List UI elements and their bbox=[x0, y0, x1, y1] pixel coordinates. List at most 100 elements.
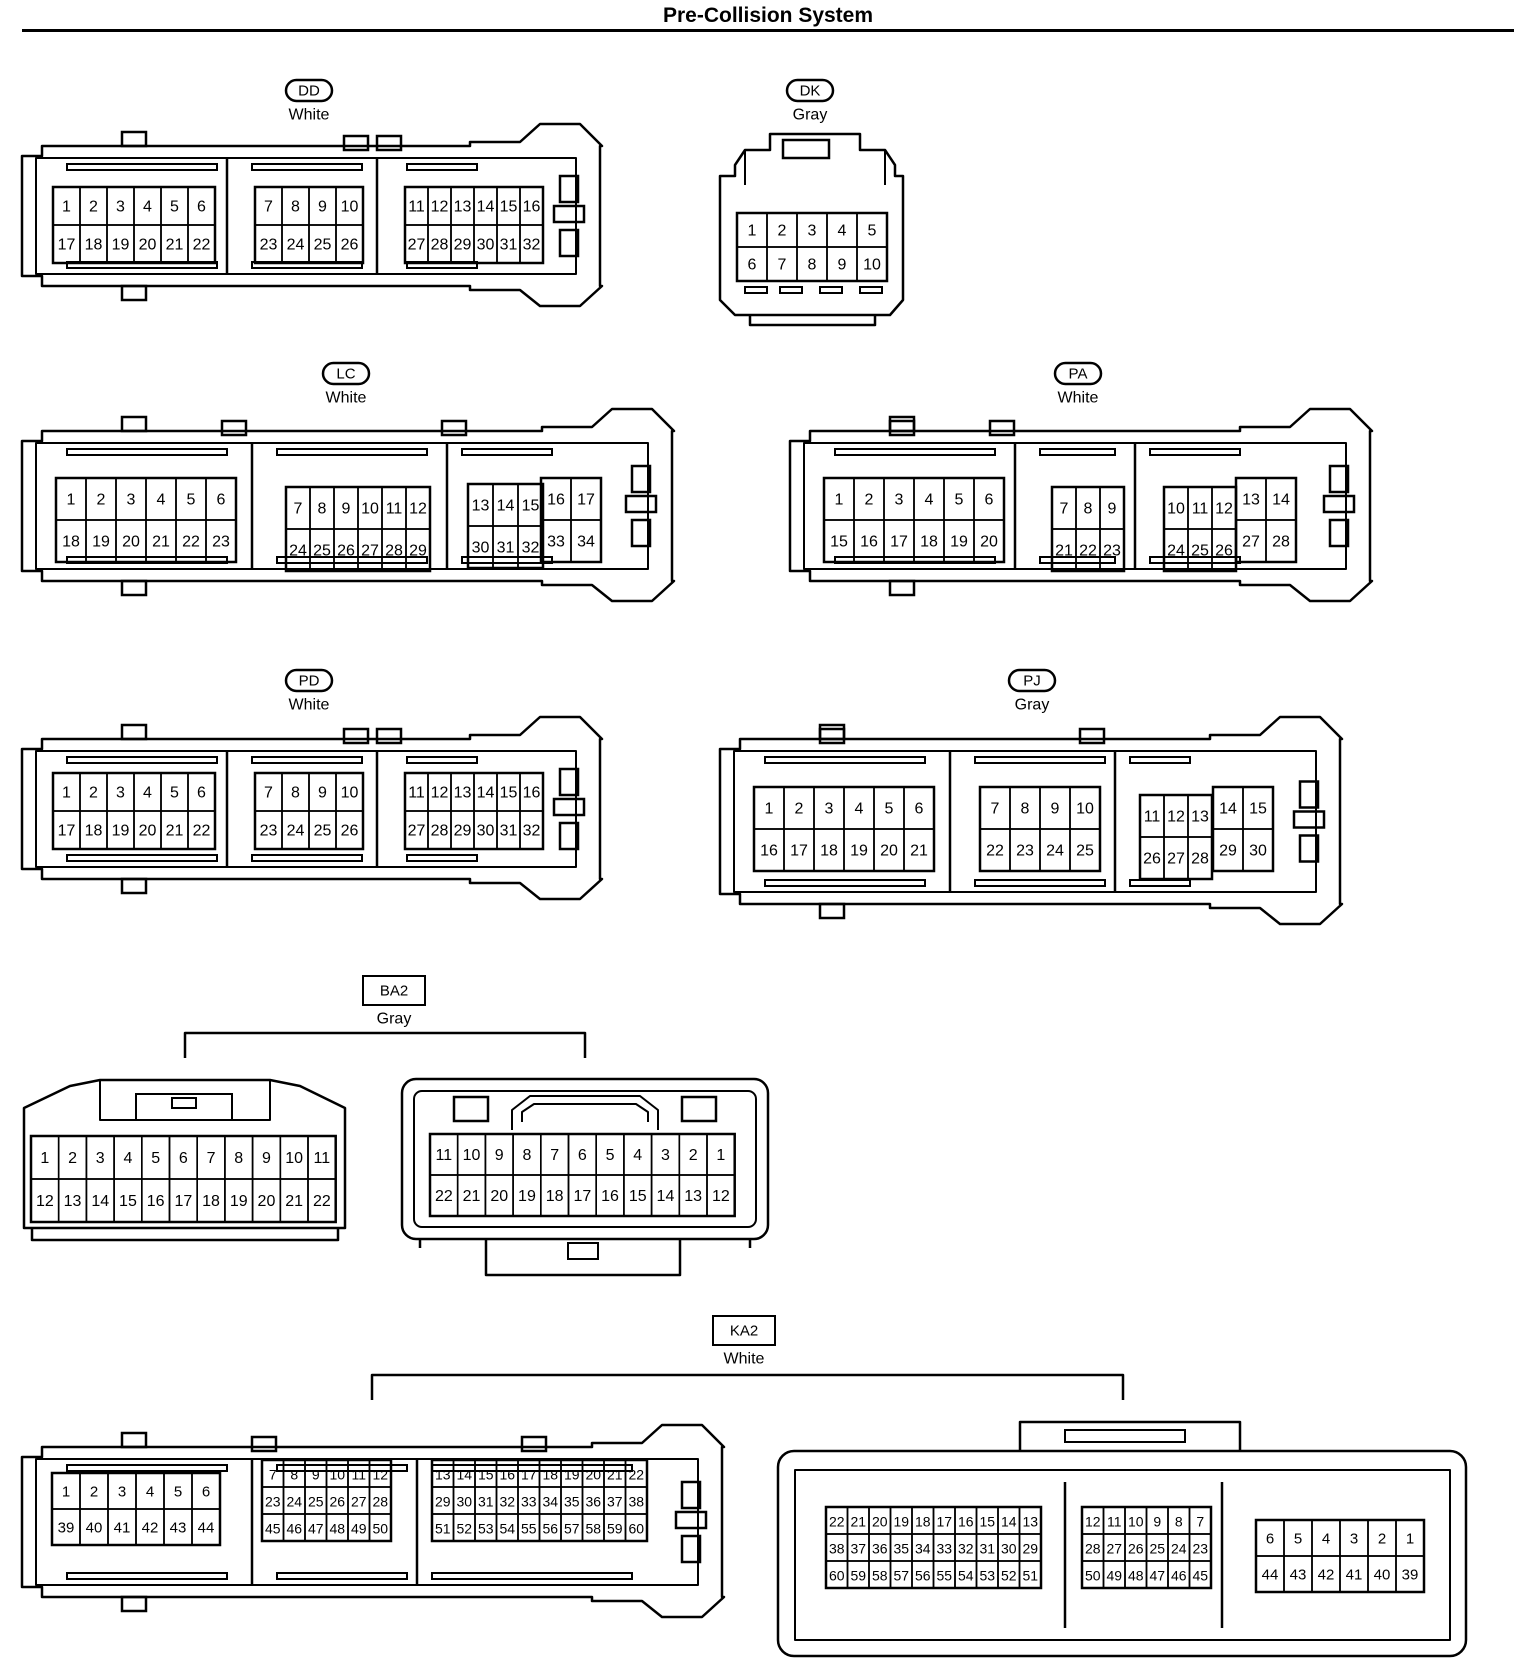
pin-number: 12 bbox=[712, 1188, 730, 1205]
lock-window bbox=[1328, 464, 1350, 494]
housing-outline bbox=[20, 407, 676, 603]
pin-number: 17 bbox=[790, 843, 808, 860]
pin-number: 53 bbox=[478, 1521, 494, 1537]
pin-number: 42 bbox=[1318, 1567, 1335, 1584]
pin-number: 15 bbox=[830, 534, 848, 551]
latch-tab bbox=[818, 902, 846, 920]
pin-number: 8 bbox=[1021, 801, 1030, 818]
connector-id: DD bbox=[298, 83, 320, 100]
pin-number: 30 bbox=[1249, 843, 1267, 860]
pin-number: 49 bbox=[351, 1521, 367, 1537]
pin-number: 39 bbox=[1402, 1567, 1419, 1584]
slot bbox=[1039, 448, 1116, 456]
pin-number: 10 bbox=[863, 257, 881, 274]
pin-number: 6 bbox=[197, 199, 206, 216]
pin-number: 22 bbox=[986, 843, 1004, 860]
pin-cell bbox=[903, 828, 935, 872]
pin-number: 3 bbox=[96, 1150, 105, 1167]
pin-number: 10 bbox=[1167, 501, 1185, 518]
connector-color: Gray bbox=[377, 1011, 412, 1028]
pin-number: 7 bbox=[264, 199, 273, 216]
latch-tab bbox=[120, 130, 148, 148]
slot bbox=[431, 1572, 633, 1580]
pin-number: 9 bbox=[312, 1467, 320, 1483]
pin-number: 36 bbox=[872, 1541, 888, 1557]
slot bbox=[819, 286, 843, 294]
pin-number: 14 bbox=[1001, 1514, 1017, 1530]
pin-number: 18 bbox=[85, 237, 103, 254]
latch-tab bbox=[1064, 1429, 1186, 1443]
pin-number: 24 bbox=[287, 237, 305, 254]
pin-number: 22 bbox=[829, 1514, 845, 1530]
pin-number: 3 bbox=[825, 801, 834, 818]
pin-number: 2 bbox=[778, 223, 787, 240]
pin-number: 8 bbox=[318, 501, 327, 518]
pin-number: 48 bbox=[1128, 1568, 1144, 1584]
pin-number: 16 bbox=[760, 843, 778, 860]
pin-number: 47 bbox=[308, 1521, 324, 1537]
pin-number: 25 bbox=[313, 543, 331, 560]
pin-number: 60 bbox=[628, 1521, 644, 1537]
connector-id-pill bbox=[284, 668, 334, 693]
pin-number: 21 bbox=[152, 534, 170, 551]
pin-number: 25 bbox=[314, 237, 332, 254]
pin-number: 17 bbox=[936, 1514, 952, 1530]
pin-number: 22 bbox=[313, 1193, 331, 1210]
slot bbox=[764, 756, 926, 764]
pin-number: 54 bbox=[499, 1521, 515, 1537]
pin-number: 13 bbox=[684, 1188, 702, 1205]
connector-id: PD bbox=[299, 673, 320, 690]
pin-cell bbox=[205, 519, 237, 563]
pin-number: 13 bbox=[1022, 1514, 1038, 1530]
pin-number: 9 bbox=[318, 199, 327, 216]
pin-number: 8 bbox=[290, 1467, 298, 1483]
housing-outline bbox=[718, 132, 905, 317]
pin-number: 27 bbox=[361, 543, 379, 560]
pin-number: 30 bbox=[472, 540, 490, 557]
latch-tab bbox=[120, 1595, 148, 1613]
pin-number: 9 bbox=[342, 501, 351, 518]
pin-cell bbox=[187, 224, 216, 264]
pin-number: 38 bbox=[829, 1541, 845, 1557]
pin-number: 7 bbox=[264, 785, 273, 802]
pin-number: 14 bbox=[1272, 492, 1290, 509]
title-rule bbox=[22, 29, 1514, 32]
pin-number: 19 bbox=[850, 843, 868, 860]
pin-number: 20 bbox=[872, 1514, 888, 1530]
pin-number: 7 bbox=[1196, 1514, 1204, 1530]
pin-cell bbox=[1069, 828, 1101, 872]
connector-color: Gray bbox=[793, 107, 828, 124]
pin-number: 4 bbox=[123, 1150, 132, 1167]
pin-number: 2 bbox=[97, 492, 106, 509]
connector-color: White bbox=[289, 107, 330, 124]
pin-number: 7 bbox=[1060, 501, 1069, 518]
slot bbox=[251, 756, 363, 764]
pin-number: 22 bbox=[628, 1467, 644, 1483]
latch-tab bbox=[342, 727, 370, 745]
pin-number: 1 bbox=[1406, 1531, 1414, 1548]
pin-number: 12 bbox=[431, 785, 449, 802]
pin-number: 2 bbox=[795, 801, 804, 818]
housing-outline bbox=[400, 1077, 770, 1241]
pin-number: 19 bbox=[230, 1193, 248, 1210]
pin-number: 51 bbox=[435, 1521, 451, 1537]
latch-frame bbox=[99, 1080, 271, 1121]
pin-number: 18 bbox=[820, 843, 838, 860]
pin-cell bbox=[1395, 1555, 1425, 1593]
pin-number: 27 bbox=[1167, 851, 1185, 868]
pin-cell bbox=[187, 810, 216, 850]
pin-number: 3 bbox=[1350, 1531, 1358, 1548]
slot bbox=[66, 1572, 228, 1580]
slot bbox=[66, 448, 228, 456]
pin-number: 4 bbox=[838, 223, 847, 240]
lock-window bbox=[558, 228, 580, 258]
pin-number: 7 bbox=[269, 1467, 277, 1483]
latch-tab bbox=[375, 727, 403, 745]
slot bbox=[974, 879, 1106, 887]
pin-number: 5 bbox=[151, 1150, 160, 1167]
pin-number: 19 bbox=[518, 1188, 536, 1205]
pin-number: 28 bbox=[1191, 851, 1209, 868]
